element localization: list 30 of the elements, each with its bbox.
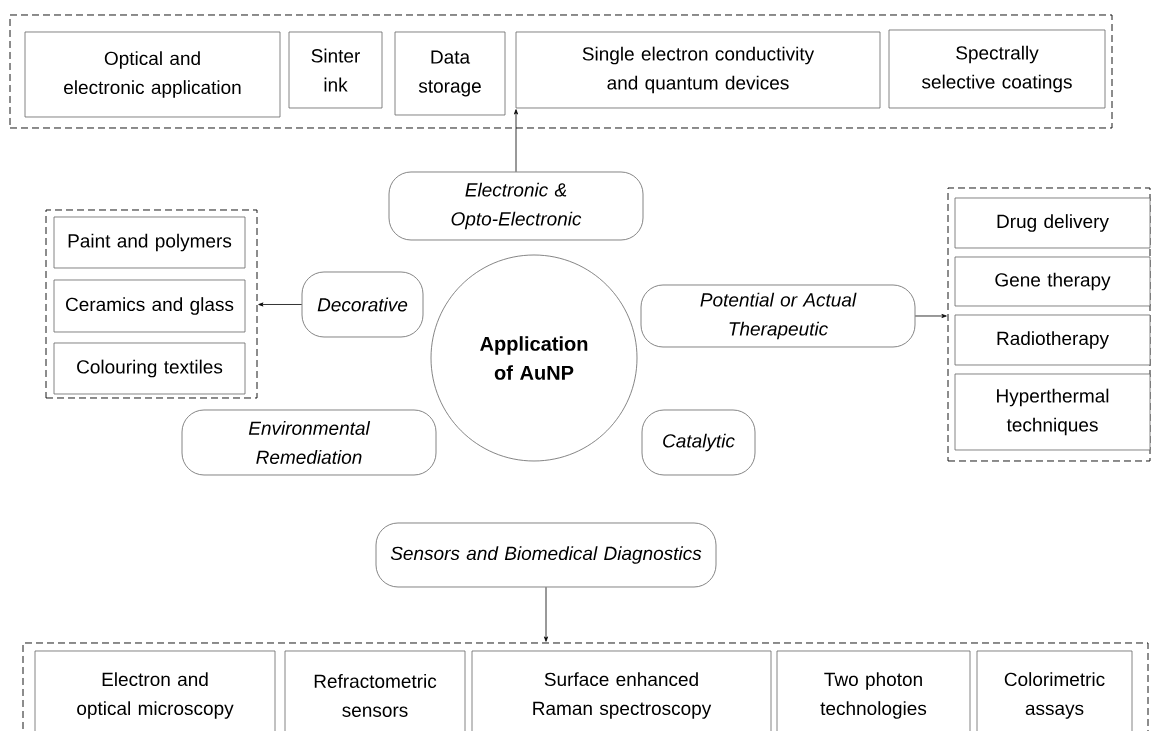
application-box: Colouring textiles — [53, 342, 246, 395]
application-box: Two photon technologies — [776, 650, 971, 731]
group-frame — [45, 209, 258, 399]
application-box: Surface enhanced Raman spectroscopy — [471, 650, 772, 731]
application-box: Drug delivery — [954, 197, 1151, 249]
group-frame — [9, 14, 1113, 129]
application-box: Sinter ink — [288, 31, 383, 109]
application-box: Hyperthermal techniques — [954, 373, 1151, 451]
category-box: Electronic & Opto-Electronic — [388, 171, 644, 241]
category-box: Sensors and Biomedical Diagnostics — [375, 522, 717, 588]
category-box: Decorative — [301, 271, 424, 338]
application-box: Refractometric sensors — [284, 650, 466, 731]
application-box: Electron and optical microscopy — [34, 650, 276, 731]
group-frame — [22, 642, 1149, 731]
arrow — [915, 314, 947, 318]
application-box: Single electron conductivity and quantum devices — [515, 31, 881, 109]
application-box: Ceramics and glass — [53, 279, 246, 333]
application-box: Radiotherapy — [954, 314, 1151, 366]
category-box: Catalytic — [641, 409, 756, 476]
arrow — [544, 587, 548, 642]
arrow — [514, 109, 518, 172]
application-box: Optical and electronic application — [24, 31, 281, 118]
application-box: Gene therapy — [954, 256, 1151, 307]
category-box: Environmental Remediation — [181, 409, 437, 476]
application-box: Data storage — [394, 31, 506, 116]
category-box: Potential or Actual Therapeutic — [640, 284, 916, 348]
arrow — [258, 302, 302, 307]
application-box: Colorimetric assays — [976, 650, 1133, 731]
application-box: Spectrally selective coatings — [888, 29, 1106, 109]
application-box: Paint and polymers — [53, 216, 246, 269]
